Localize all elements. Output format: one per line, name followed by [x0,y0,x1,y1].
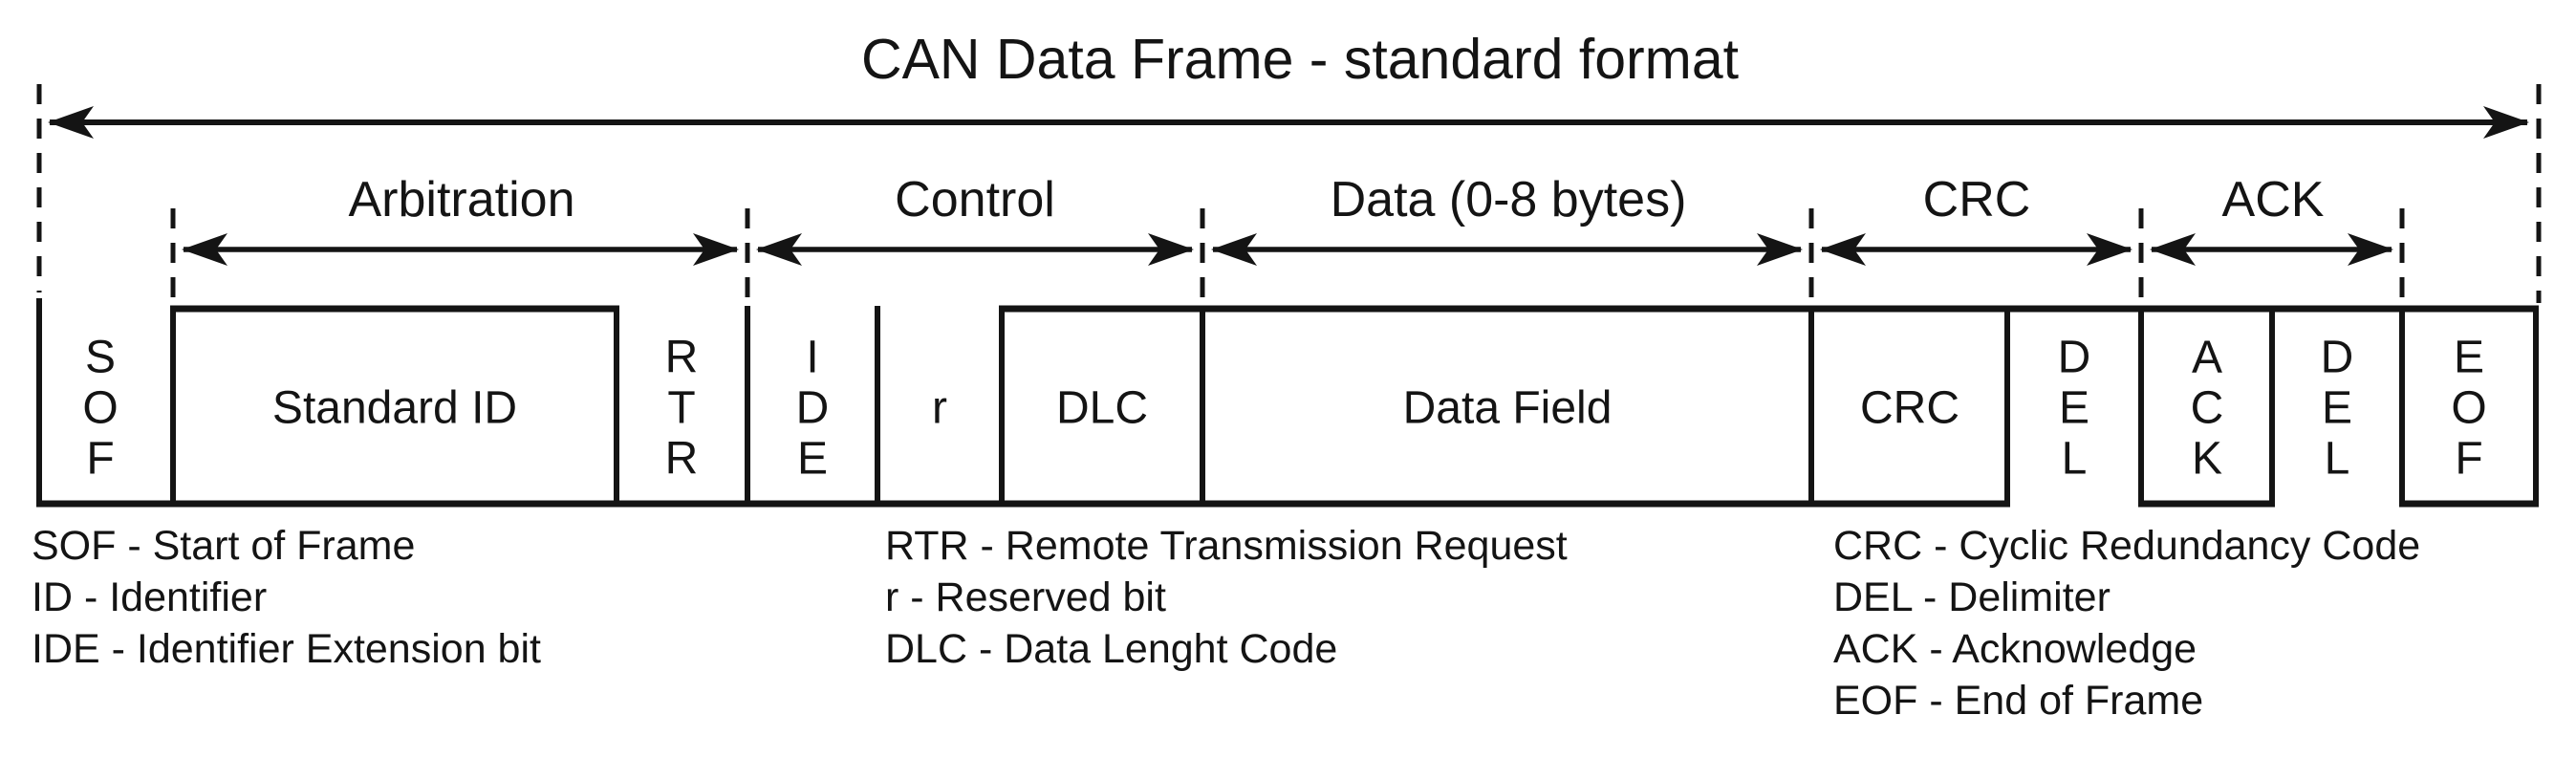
legend-item-id: ID - Identifier [32,574,268,620]
field-label-ack: A C K [2190,332,2224,485]
field-label-del-1: D E L [2057,332,2091,485]
legend-column-1: SOF - Start of Frame ID - Identifier IDE… [32,520,541,675]
legend-item-r: r - Reserved bit [885,574,1166,620]
section-label-data: Data (0-8 bytes) [1330,172,1687,227]
legend-column-3: CRC - Cyclic Redundancy Code DEL - Delim… [1833,520,2420,726]
legend-item-dlc: DLC - Data Lenght Code [885,626,1338,672]
span-arrows [48,106,2529,266]
field-label-rtr: R T R [664,332,699,485]
legend-item-crc: CRC - Cyclic Redundancy Code [1833,523,2421,569]
field-label-dlc: DLC [1055,382,1149,434]
legend-item-eof: EOF - End of Frame [1833,678,2204,724]
field-label-standard-id: Standard ID [271,382,518,434]
field-label-sof: S O F [82,332,119,485]
section-label-arbitration: Arbitration [348,172,575,227]
legend-item-rtr: RTR - Remote Transmission Request [885,523,1568,569]
field-label-data-field: Data Field [1402,382,1613,434]
field-label-r: r [932,382,947,434]
field-label-crc: CRC [1860,382,1959,434]
field-box-lines [36,298,2539,508]
field-label-ide: I D E [795,332,830,485]
section-label-ack: ACK [2221,172,2325,227]
field-label-del-2: D E L [2320,332,2354,485]
legend-item-ide: IDE - Identifier Extension bit [32,626,541,672]
legend-item-sof: SOF - Start of Frame [32,523,416,569]
field-label-eof: E O F [2451,332,2487,485]
legend-item-del: DEL - Delimiter [1833,574,2111,620]
legend-item-ack: ACK - Acknowledge [1833,626,2197,672]
legend-column-2: RTR - Remote Transmission Request r - Re… [885,520,1568,675]
section-label-crc: CRC [1922,172,2031,227]
diagram-title: CAN Data Frame - standard format [860,28,1740,91]
section-label-control: Control [895,172,1055,227]
boundary-dashed-lines [36,84,2542,303]
